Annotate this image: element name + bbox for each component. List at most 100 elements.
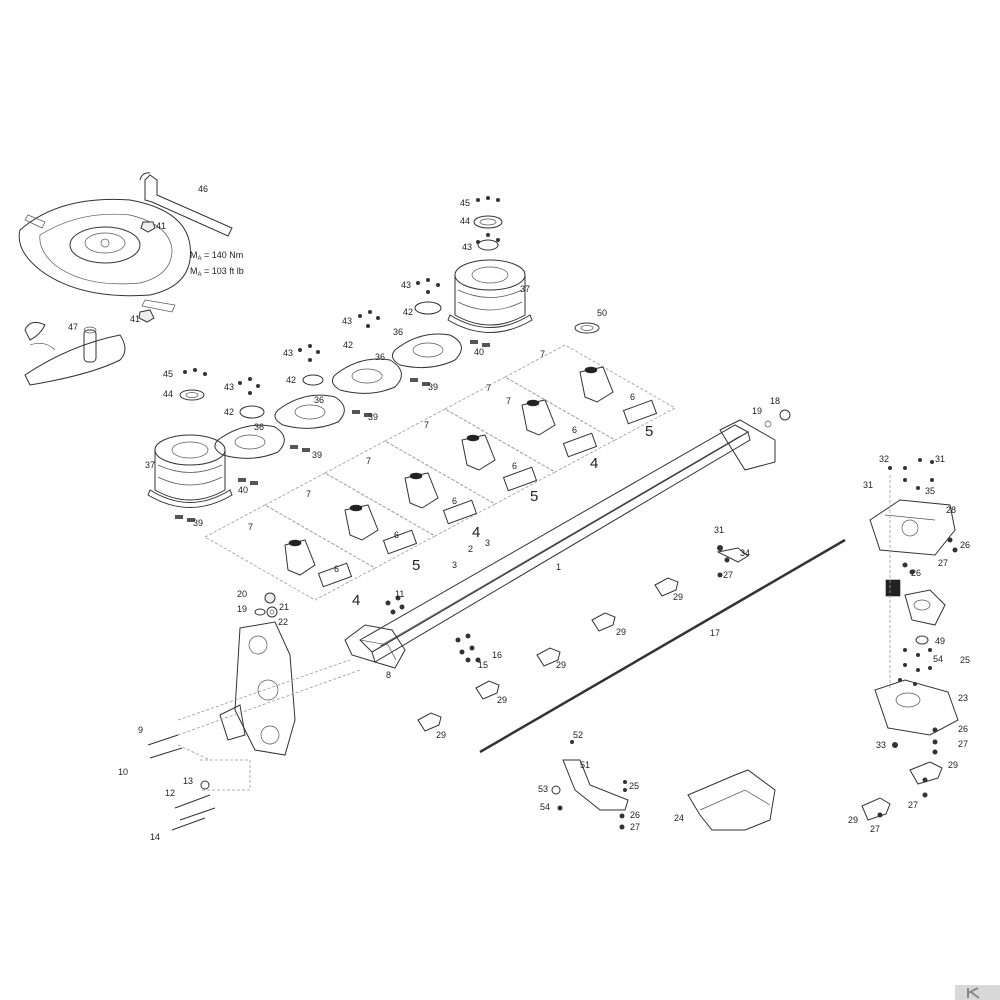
label-34: 34 (740, 548, 750, 558)
drum-37-right (447, 259, 533, 333)
label-29: 29 (848, 815, 858, 825)
label-7: 7 (306, 489, 311, 499)
label-29: 29 (616, 627, 626, 637)
plate-24 (687, 769, 776, 831)
label-29: 29 (497, 695, 507, 705)
right-end-assembly (869, 475, 959, 736)
label-14: 14 (150, 832, 160, 842)
label-39: 39 (193, 518, 203, 528)
dome-parts (179, 215, 600, 419)
label-36: 36 (254, 422, 264, 432)
label-7: 7 (248, 522, 253, 532)
label-6: 6 (452, 496, 457, 506)
label-7: 7 (366, 456, 371, 466)
label-35: 35 (925, 486, 935, 496)
label-5: 5 (645, 423, 653, 440)
cutter-bar-1 (359, 409, 791, 663)
label-36: 36 (314, 395, 324, 405)
label-31: 31 (935, 454, 945, 464)
label-20: 20 (237, 589, 247, 599)
label-26: 26 (630, 810, 640, 820)
label-29: 29 (673, 592, 683, 602)
label-31: 31 (714, 525, 724, 535)
label-29: 29 (436, 730, 446, 740)
label-26: 26 (958, 724, 968, 734)
label-41: 41 (156, 221, 166, 231)
label-17: 17 (710, 628, 720, 638)
label-9: 9 (138, 725, 143, 735)
label-43: 43 (462, 242, 472, 252)
label-39: 39 (368, 412, 378, 422)
label-54: 54 (933, 654, 943, 664)
disc-36-row (214, 333, 462, 459)
guard-8 (344, 624, 406, 669)
label-40: 40 (474, 347, 484, 357)
label-3: 3 (485, 538, 490, 548)
small-hardware-mid (551, 545, 730, 830)
label-13: 13 (183, 776, 193, 786)
label-27: 27 (908, 800, 918, 810)
label-6: 6 (572, 425, 577, 435)
label-18: 18 (770, 396, 780, 406)
label-23: 23 (958, 693, 968, 703)
label-45: 45 (163, 369, 173, 379)
label-8: 8 (386, 670, 391, 680)
label-22: 22 (278, 617, 288, 627)
label-37: 37 (145, 460, 155, 470)
callout-labels: 45 44 43 37 43 42 36 43 42 36 40 39 43 4… (118, 198, 970, 842)
label-37: 37 (520, 284, 530, 294)
label-25: 25 (629, 781, 639, 791)
label-33: 33 (876, 740, 886, 750)
label-6: 6 (512, 461, 517, 471)
label-27: 27 (958, 739, 968, 749)
label-16: 16 (492, 650, 502, 660)
drum-37-left (147, 434, 233, 508)
label-2: 2 (468, 544, 473, 554)
nut-clusters (385, 595, 481, 663)
label-15: 15 (478, 660, 488, 670)
right-hardware (877, 458, 958, 818)
label-47: 47 (68, 322, 78, 332)
label-11: 11 (395, 589, 404, 599)
label-24: 24 (674, 813, 684, 823)
label-12: 12 (165, 788, 175, 798)
brackets-29 (417, 577, 679, 732)
brackets-29-right (861, 761, 943, 821)
label-43: 43 (401, 280, 411, 290)
gear-zones (204, 344, 676, 601)
label-25: 25 (960, 655, 970, 665)
bracket-51 (562, 759, 629, 811)
label-21: 21 (279, 602, 289, 612)
label-42: 42 (343, 340, 353, 350)
label-44: 44 (163, 389, 173, 399)
torque-spec-nm: MA = 140 Nm (190, 250, 243, 262)
label-7: 7 (540, 349, 545, 359)
bracket-34 (716, 547, 749, 563)
label-31: 31 (863, 480, 873, 490)
label-26: 26 (911, 568, 921, 578)
label-42: 42 (286, 375, 296, 385)
label-5: 5 (412, 557, 420, 574)
label-54: 54 (540, 802, 550, 812)
label-10: 10 (118, 767, 128, 777)
label-44: 44 (460, 216, 470, 226)
label-42: 42 (224, 407, 234, 417)
seal-stack (254, 592, 278, 618)
label-50: 50 (597, 308, 607, 318)
label-3: 3 (452, 560, 457, 570)
label-43: 43 (224, 382, 234, 392)
brand-logo (955, 985, 1000, 1000)
label-53: 53 (538, 784, 548, 794)
label-1: 1 (556, 562, 561, 572)
label-6: 6 (630, 392, 635, 402)
label-27: 27 (630, 822, 640, 832)
label-27: 27 (870, 824, 880, 834)
label-26: 26 (960, 540, 970, 550)
gear-units (284, 366, 658, 588)
label-5: 5 (530, 488, 538, 505)
label-6: 6 (334, 564, 339, 574)
label-4: 4 (590, 455, 598, 472)
label-46: 46 (198, 184, 208, 194)
label-7: 7 (506, 396, 511, 406)
label-4: 4 (352, 592, 360, 609)
